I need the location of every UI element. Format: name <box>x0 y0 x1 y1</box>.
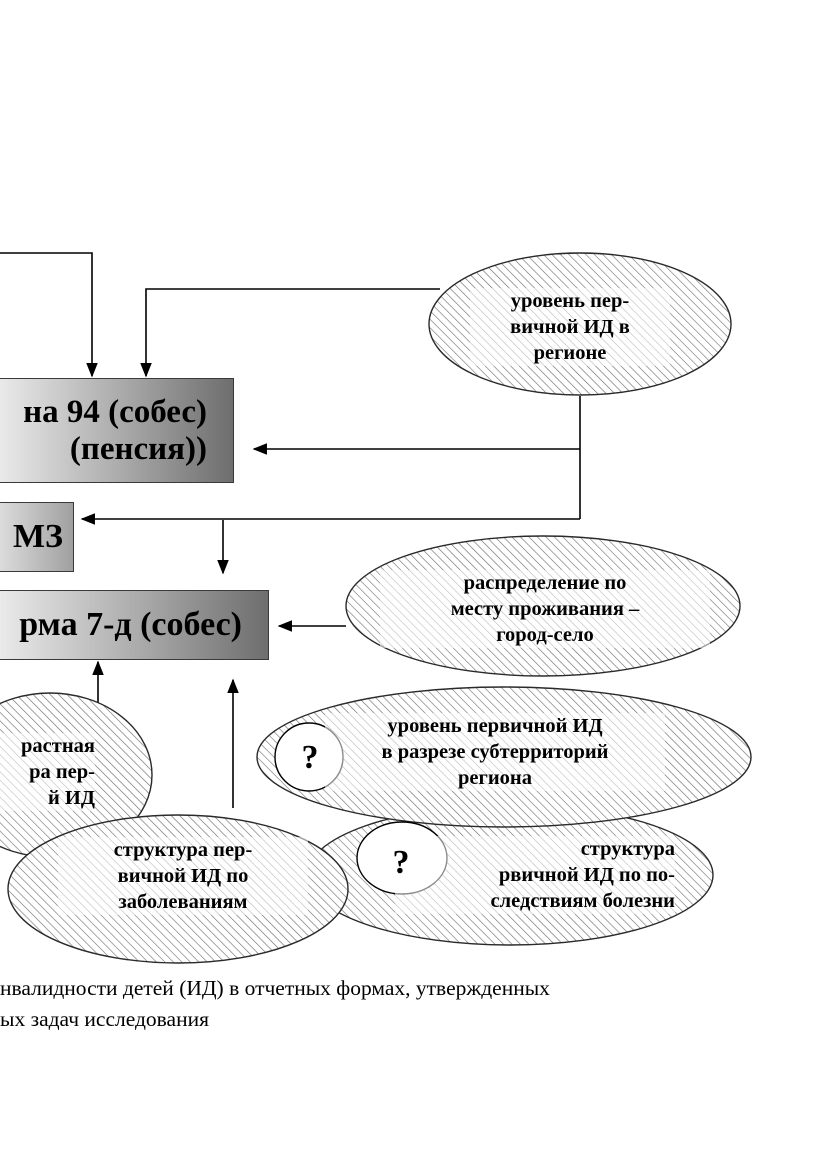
caption-line-1: нвалидности детей (ИД) в отчетных формах… <box>0 976 550 1000</box>
oval-line: город-село <box>380 622 710 649</box>
ministry-health-label: МЗ <box>12 517 63 555</box>
oval-line: растная <box>0 733 95 760</box>
oval-line: региона <box>325 765 665 792</box>
oval-line: в разрезе субтерриторий <box>325 739 665 766</box>
question-mark-1: ? <box>301 739 319 776</box>
oval-line: структура <box>395 836 675 863</box>
disease-structure-text: структура пер- вичной ИД по заболеваниям <box>58 837 308 916</box>
report-form-7d-box: рма 7-д (собес) <box>0 590 269 660</box>
oval-line: й ИД <box>0 785 95 812</box>
age-structure-text: растная ра пер- й ИД <box>0 733 95 812</box>
connector-level-to-f94-top <box>140 288 440 378</box>
question-mark-2: ? <box>392 844 410 881</box>
oval-line: уровень первичной ИД <box>325 713 665 740</box>
caption-line-2: ых задач исследования <box>0 1007 209 1031</box>
oval-line: следствиям болезни <box>395 888 675 915</box>
oval-line: уровень пер- <box>470 288 670 315</box>
oval-line: структура пер- <box>58 837 308 864</box>
form-7d-label: рма 7-д (собес) <box>19 605 242 643</box>
ministry-health-box: МЗ <box>0 502 74 572</box>
oval-line: вичной ИД в <box>470 314 670 341</box>
form-94-line-1: на 94 (собес) <box>23 393 207 430</box>
oval-line: заболеваниям <box>58 889 308 916</box>
report-form-94-box: на 94 (собес) (пенсия)) <box>0 378 234 483</box>
consequence-structure-text: структура рвичной ИД по по- следствиям б… <box>395 836 675 915</box>
connector-top-left <box>0 252 98 378</box>
oval-line: рвичной ИД по по- <box>395 862 675 889</box>
oval-line: регионе <box>470 340 670 367</box>
oval-line: вичной ИД по <box>58 863 308 890</box>
oval-line: месту проживания – <box>380 596 710 623</box>
oval-line: ра пер- <box>0 759 95 786</box>
subterritories-text: уровень первичной ИД в разрезе субтеррит… <box>325 713 665 792</box>
oval-line: распределение по <box>380 570 710 597</box>
level-region-text: уровень пер- вичной ИД в регионе <box>470 288 670 367</box>
form-94-line-2: (пенсия)) <box>69 430 207 467</box>
city-village-text: распределение по месту проживания – горо… <box>380 570 710 649</box>
